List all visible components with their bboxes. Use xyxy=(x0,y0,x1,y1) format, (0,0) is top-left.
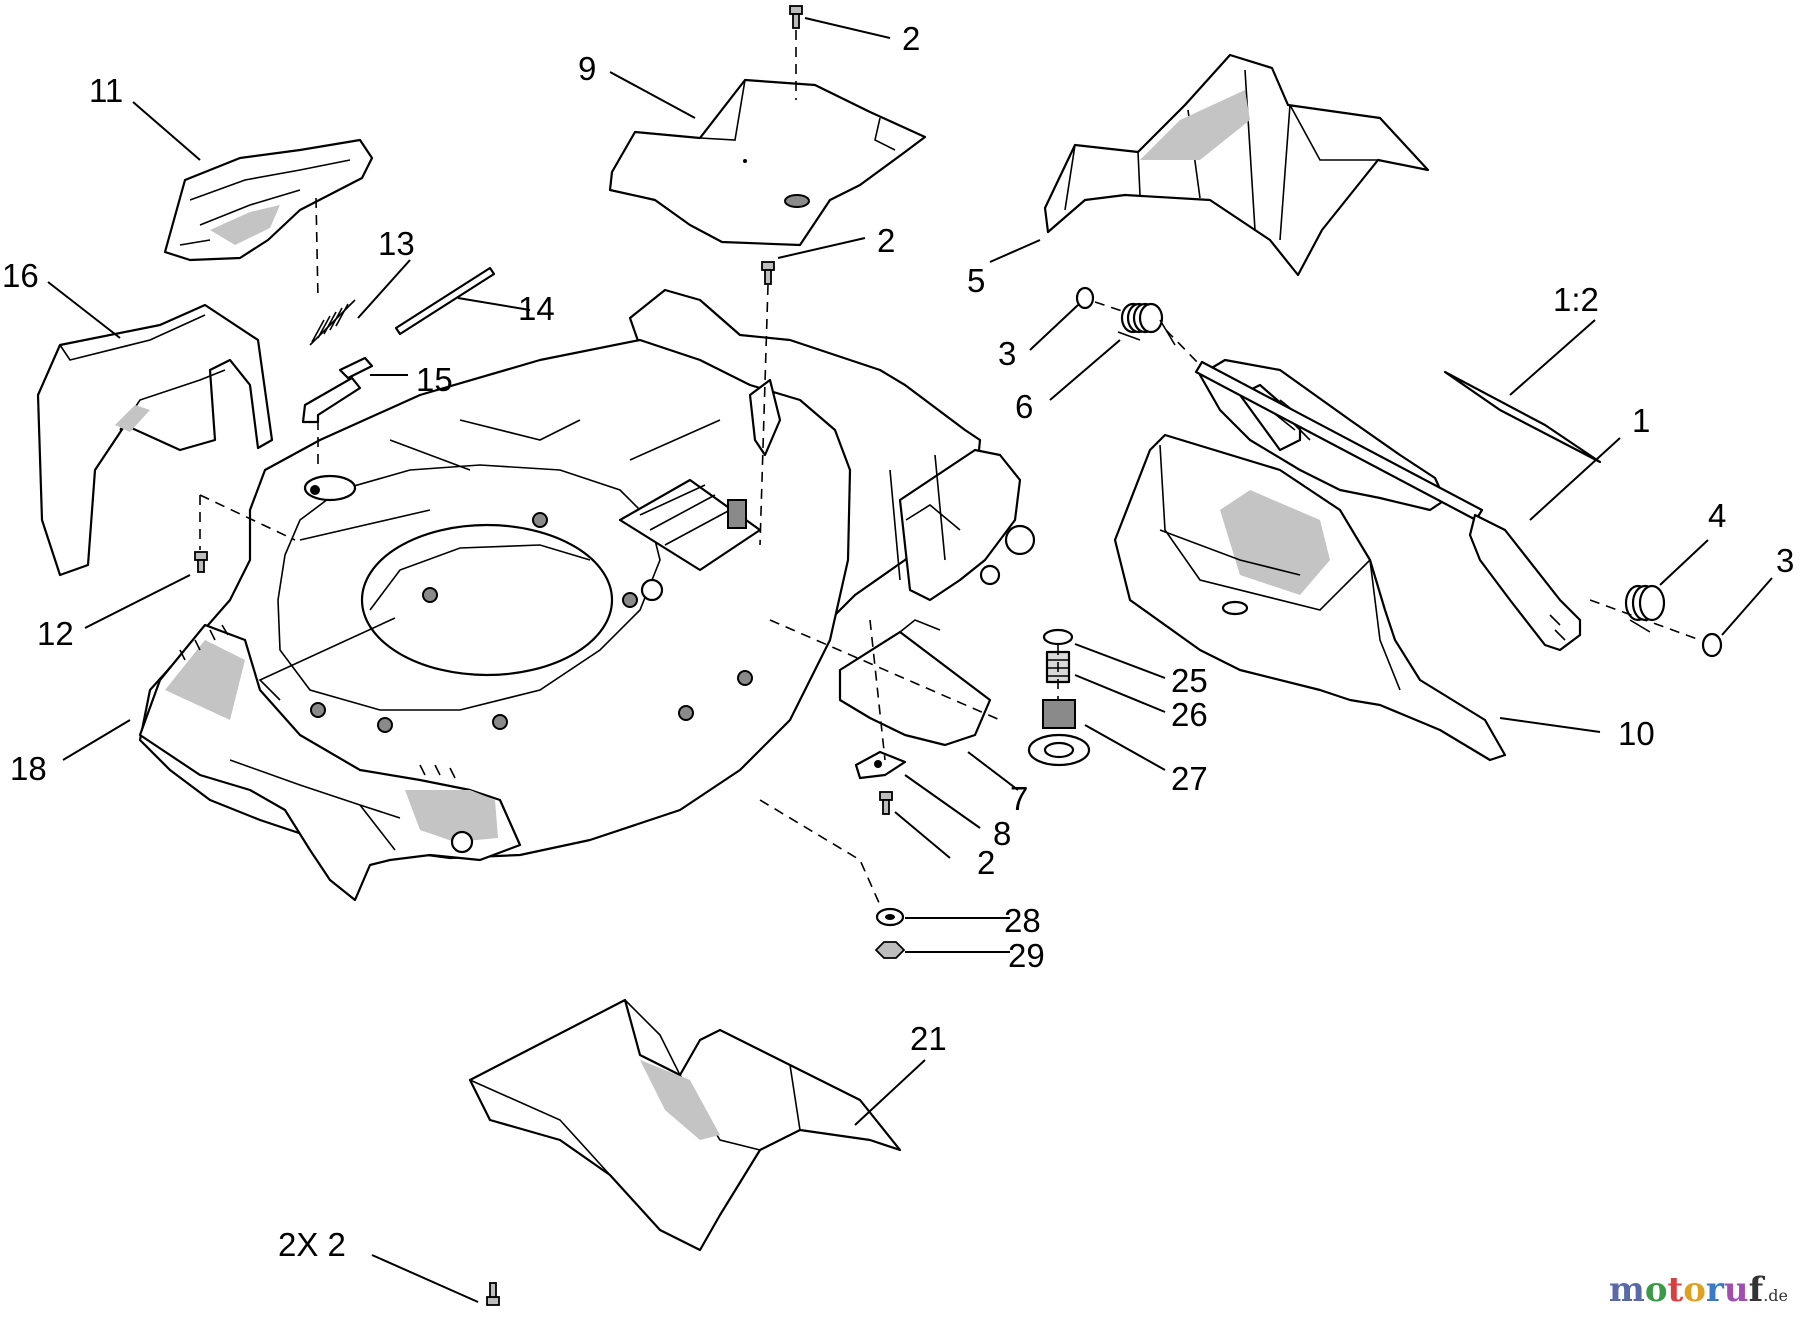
part-29-nut xyxy=(874,941,906,959)
part-10-bag-frame xyxy=(1113,433,1507,762)
callout-11: 11 xyxy=(89,72,123,109)
callout-29: 29 xyxy=(1008,937,1045,974)
callout-25: 25 xyxy=(1171,662,1208,699)
callout-6: 6 xyxy=(1015,388,1033,425)
callout-8: 8 xyxy=(993,815,1011,852)
callout-9: 9 xyxy=(578,50,596,87)
watermark-letter: f xyxy=(1748,1270,1764,1310)
callout-15: 15 xyxy=(416,361,453,398)
part-21-mulch-plug xyxy=(468,998,902,1252)
callout-4: 4 xyxy=(1708,497,1726,534)
part-18-front-guard xyxy=(138,623,522,902)
callout-labels: 2 9 2 11 13 16 14 15 5 1:2 3 6 1 4 3 12 … xyxy=(2,20,1794,1263)
callout-2: 2 xyxy=(977,844,995,881)
callout-14: 14 xyxy=(518,290,555,327)
watermark-letter: m xyxy=(1608,1270,1645,1310)
callout-2: 2 xyxy=(877,222,895,259)
motoruf-watermark: motoruf.de xyxy=(1609,1270,1788,1310)
callout-27: 27 xyxy=(1171,760,1208,797)
part-2-screw-top xyxy=(789,5,803,29)
callout-21: 21 xyxy=(910,1020,947,1057)
watermark-letter: o xyxy=(1683,1270,1706,1310)
part-15-bracket xyxy=(301,356,374,424)
part-12-screw xyxy=(194,551,208,573)
watermark-letter: r xyxy=(1705,1270,1724,1310)
part-28-washer xyxy=(875,907,905,927)
callout-28: 28 xyxy=(1004,902,1041,939)
part-2-screw-mid xyxy=(761,261,775,285)
leader-lines xyxy=(47,17,1773,1303)
part-25-washer xyxy=(1042,628,1074,646)
part-5-chute-cover xyxy=(1043,53,1430,277)
watermark-letter: u xyxy=(1723,1270,1749,1310)
part-13-spring xyxy=(309,299,356,346)
callout-16: 16 xyxy=(2,257,39,294)
part-14-rod xyxy=(394,266,496,336)
watermark-letter: o xyxy=(1644,1270,1668,1310)
callout-2x2: 2X 2 xyxy=(278,1226,346,1263)
part-27-gear-knob xyxy=(1027,699,1091,767)
part-7-deflector xyxy=(838,619,992,747)
callout-12: 12 xyxy=(37,615,74,652)
part-3-washer-left xyxy=(1075,286,1095,310)
part-11-bracket-cover xyxy=(163,138,374,262)
assembly-lines xyxy=(199,30,1701,906)
callout-3: 3 xyxy=(1776,542,1794,579)
part-8-bracket xyxy=(854,750,907,780)
part-3-washer-right xyxy=(1701,632,1723,658)
callout-7: 7 xyxy=(1010,780,1028,817)
part-16-rear-flap xyxy=(36,303,274,577)
callout-1-2: 1:2 xyxy=(1553,281,1599,318)
callout-10: 10 xyxy=(1618,715,1655,752)
deck-housing xyxy=(138,288,1036,860)
part-2-screw-low xyxy=(879,791,893,815)
part-9-top-plate xyxy=(608,78,927,247)
callout-2: 2 xyxy=(902,20,920,57)
callout-26: 26 xyxy=(1171,696,1208,733)
part-6-torsion-spring xyxy=(1117,302,1176,346)
part-1-pivot-bar xyxy=(1194,358,1582,652)
watermark-suffix: .de xyxy=(1763,1286,1788,1305)
decal-1-2 xyxy=(1443,370,1602,464)
callout-1: 1 xyxy=(1632,402,1650,439)
watermark-letter: t xyxy=(1667,1270,1684,1310)
callout-3: 3 xyxy=(998,335,1016,372)
part-2-screw-bottom xyxy=(486,1282,500,1306)
callout-13: 13 xyxy=(378,225,415,262)
callout-18: 18 xyxy=(10,750,47,787)
callout-5: 5 xyxy=(967,262,985,299)
